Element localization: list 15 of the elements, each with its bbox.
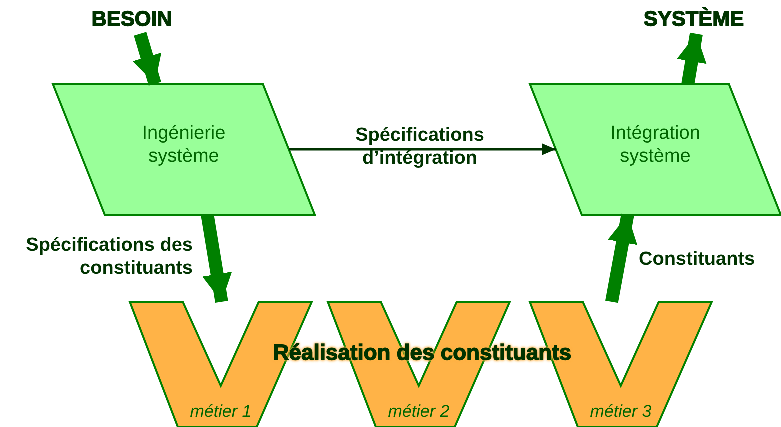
arrow (132, 32, 162, 86)
arrow (606, 214, 638, 304)
trade-label: métier 1 (189, 401, 253, 423)
process-label: Intégration système (610, 122, 702, 168)
arrow (201, 214, 232, 304)
trade-label: métier 3 (589, 401, 653, 423)
trade-label: métier 2 (387, 401, 451, 423)
heading-label: SYSTÈME (642, 8, 746, 31)
edge-label: Spécifications d’intégration (354, 124, 486, 170)
edge-label: Spécifications des constituants (25, 234, 193, 280)
arrow (289, 144, 556, 156)
heading-label: BESOIN (90, 8, 174, 31)
arrow (677, 32, 707, 86)
edge-label: Constituants (639, 248, 756, 271)
process-label: Ingénierie système (141, 122, 227, 168)
